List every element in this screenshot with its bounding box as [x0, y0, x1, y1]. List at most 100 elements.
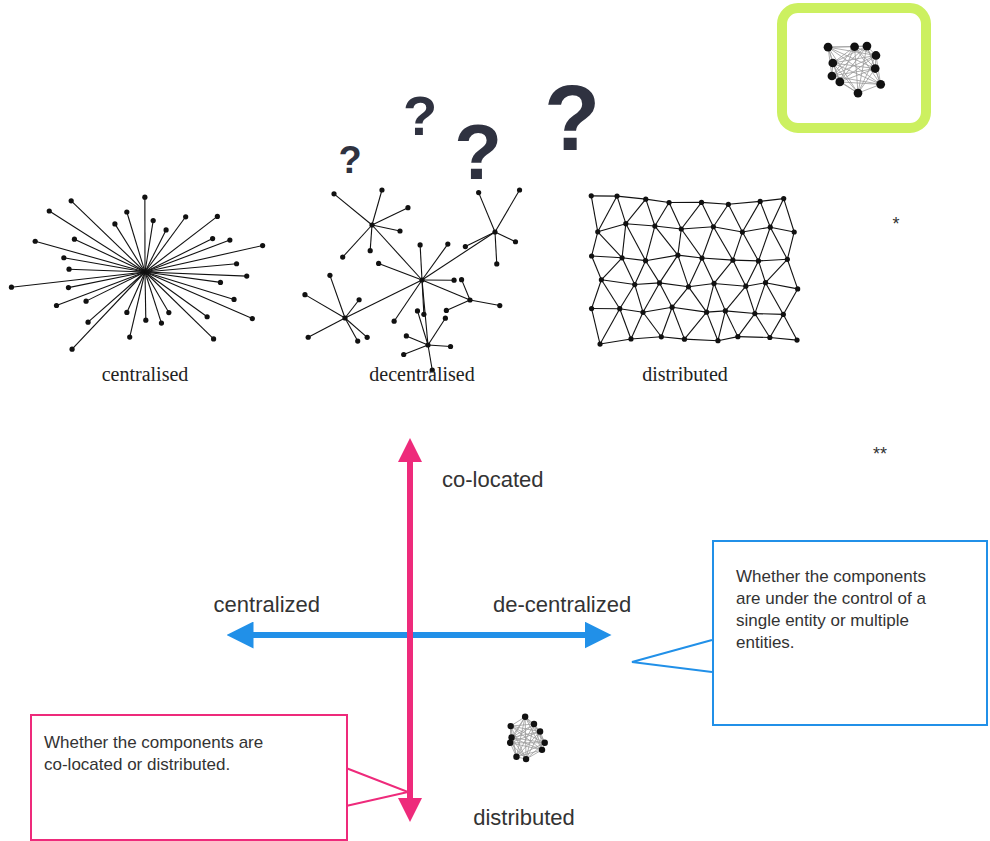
network-link: [511, 724, 534, 726]
network-node: [9, 285, 14, 290]
network-link: [728, 204, 742, 232]
network-link: [718, 311, 725, 341]
network-link: [305, 295, 345, 318]
network-link: [770, 314, 783, 337]
network-node: [124, 209, 129, 214]
network-node: [835, 78, 844, 87]
network-node: [444, 308, 449, 313]
network-link: [689, 287, 707, 312]
network-link: [617, 196, 646, 199]
network-node: [405, 205, 410, 210]
network-link: [620, 285, 635, 309]
network-node: [785, 257, 790, 262]
network-node: [159, 320, 164, 325]
network-link: [738, 314, 755, 337]
network-node: [306, 335, 311, 340]
network-link: [495, 232, 515, 242]
network-link: [115, 224, 145, 272]
network-link: [626, 224, 655, 226]
network-link: [707, 311, 726, 312]
network-node: [142, 195, 147, 200]
network-link: [495, 190, 520, 232]
network-node: [679, 226, 684, 231]
network-node: [795, 286, 800, 291]
network-link: [600, 309, 620, 344]
network-caption: decentralised: [369, 363, 475, 385]
network-node: [69, 198, 74, 203]
callout-box: Whether the components are co-located or…: [30, 714, 348, 841]
network-link: [598, 224, 626, 232]
network-node: [614, 193, 619, 198]
network-node: [715, 338, 720, 343]
network-link: [828, 46, 867, 47]
network-node: [331, 191, 336, 196]
network-node: [451, 278, 456, 283]
network-link: [784, 199, 795, 232]
network-link: [646, 226, 655, 261]
network-link: [646, 199, 669, 202]
network-link: [308, 318, 345, 337]
network-link: [145, 272, 207, 317]
network-link: [746, 261, 759, 286]
network-link: [404, 345, 428, 354]
network-node: [151, 218, 156, 223]
network-node: [657, 280, 662, 285]
network-node: [711, 224, 716, 229]
network-link: [591, 195, 617, 196]
network-link: [592, 309, 600, 345]
network-node: [794, 337, 799, 342]
network-link: [858, 55, 876, 93]
network-node: [459, 277, 464, 282]
network-link: [742, 232, 758, 261]
network-link: [828, 47, 840, 82]
network-link: [631, 312, 643, 339]
network-node: [54, 303, 59, 308]
network-node: [675, 253, 680, 258]
network-node: [517, 187, 522, 192]
network-link: [746, 286, 755, 313]
network-link: [661, 307, 672, 337]
network-node: [418, 242, 423, 247]
network-link: [672, 287, 688, 307]
network-node: [756, 258, 761, 263]
network-link: [462, 280, 470, 300]
network-node: [763, 280, 768, 285]
network-link: [828, 47, 858, 93]
network-link: [86, 272, 145, 301]
network-node: [250, 316, 255, 321]
network-link: [678, 255, 689, 287]
network-node: [726, 202, 731, 207]
network-link: [479, 193, 495, 232]
network-link: [655, 226, 681, 229]
network-link: [681, 229, 702, 258]
network-link: [372, 225, 400, 231]
network-link: [660, 283, 673, 307]
network-link: [787, 232, 794, 259]
network-link: [144, 272, 146, 320]
network-node: [640, 310, 645, 315]
network-link: [372, 225, 422, 280]
network-link: [713, 204, 728, 226]
network-link: [707, 283, 714, 312]
network-node: [522, 714, 528, 720]
network-link: [770, 227, 787, 259]
network-link: [702, 202, 714, 226]
network-node: [781, 196, 786, 201]
network-node: [628, 336, 633, 341]
network-link: [702, 258, 733, 260]
network-node: [743, 284, 748, 289]
network-link: [766, 259, 788, 282]
network-node: [589, 193, 594, 198]
network-link: [598, 196, 617, 232]
network-link: [758, 261, 765, 283]
network-link: [145, 264, 237, 272]
network-link: [620, 309, 643, 313]
network-link: [422, 279, 454, 280]
network-node: [401, 352, 406, 357]
network-node: [523, 756, 529, 762]
network-link: [428, 318, 445, 345]
axis-label: de-centralized: [493, 593, 631, 617]
network-node: [463, 244, 468, 249]
network-link: [512, 732, 541, 738]
network-link: [643, 312, 661, 337]
